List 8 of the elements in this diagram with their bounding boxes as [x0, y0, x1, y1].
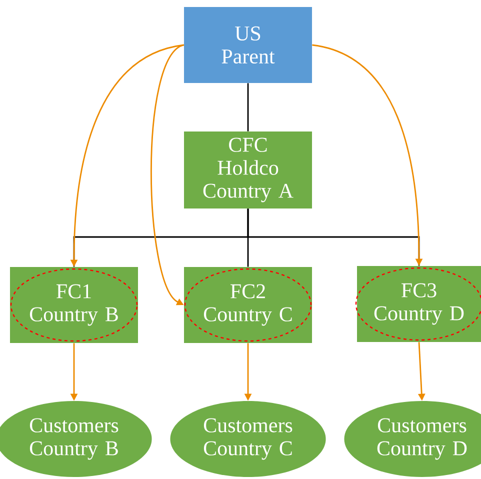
highlighted-box: FC1 Country B [10, 267, 138, 343]
connector [150, 44, 184, 306]
highlighted-box: FC2 Country C [184, 267, 312, 343]
highlighted-box: FC3 Country D [355, 266, 481, 342]
process-box: US Parent [184, 7, 312, 83]
connector [247, 83, 249, 132]
connector [247, 208, 420, 266]
process-box: CFC Holdco Country A [184, 132, 312, 208]
